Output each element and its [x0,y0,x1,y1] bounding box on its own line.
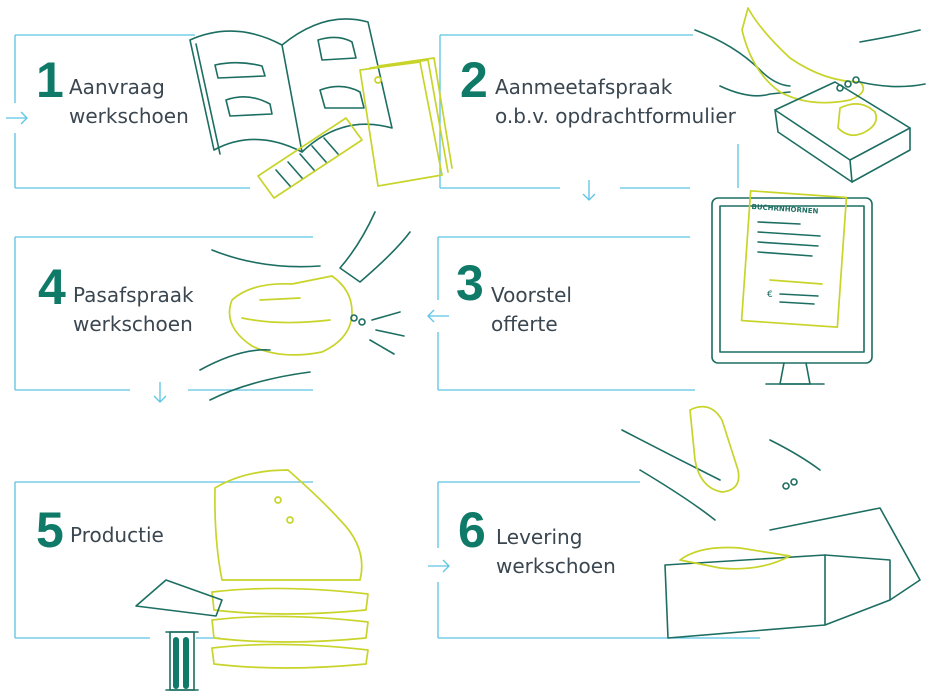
step-label-line-1: Aanmeetafspraak [495,75,673,99]
arrow-left-icon [427,309,449,323]
arrow-right-icon [6,111,28,125]
currency-symbol: € [767,290,773,300]
arrow-down-icon [582,180,596,201]
step-label-line-1: Pasafspraak [73,283,194,307]
step-4-frame [14,236,313,391]
step-label-line-1: Levering [496,525,583,549]
arrow-down-icon [153,382,167,403]
step-3-frame [437,236,695,391]
step-label: Productie [70,521,164,550]
production-illustration [135,469,369,691]
shoe-fitting-illustration [199,211,411,401]
arrow-right-icon [428,559,450,573]
step-number: 1 [36,52,64,108]
step-number: 3 [456,255,484,311]
step-label-line-1: Aanvraag [69,75,165,99]
step-number: 5 [36,502,64,558]
step-label-line-1: Productie [70,523,164,547]
foot-measurement-illustration [694,7,926,183]
step-label: Aanvraag werkschoen [69,73,189,131]
step-label-line-2: o.b.v. opdrachtformulier [495,104,736,128]
shoe-catalog-illustration [189,18,453,199]
step-number: 2 [460,52,488,108]
step-label: Aanmeetafspraak o.b.v. opdrachtformulier [495,73,736,131]
step-number: 6 [458,502,486,558]
step-label-line-2: offerte [491,312,558,336]
step-6-frame [437,481,760,639]
step-label-line-2: werkschoen [73,312,193,336]
step-1-frame [14,34,250,189]
step-label: Pasafspraak werkschoen [73,281,194,339]
step-label-line-2: werkschoen [496,554,616,578]
step-number: 4 [38,259,66,315]
step-label-line-2: werkschoen [69,104,189,128]
step-label: Voorstel offerte [491,281,572,339]
step-label-line-1: Voorstel [491,283,572,307]
shoe-delivery-illustration [621,405,921,639]
step-label: Levering werkschoen [496,523,616,581]
monitor-quote-illustration [711,189,873,385]
monitor-brand: BUCHRNHORNEN [751,203,818,216]
